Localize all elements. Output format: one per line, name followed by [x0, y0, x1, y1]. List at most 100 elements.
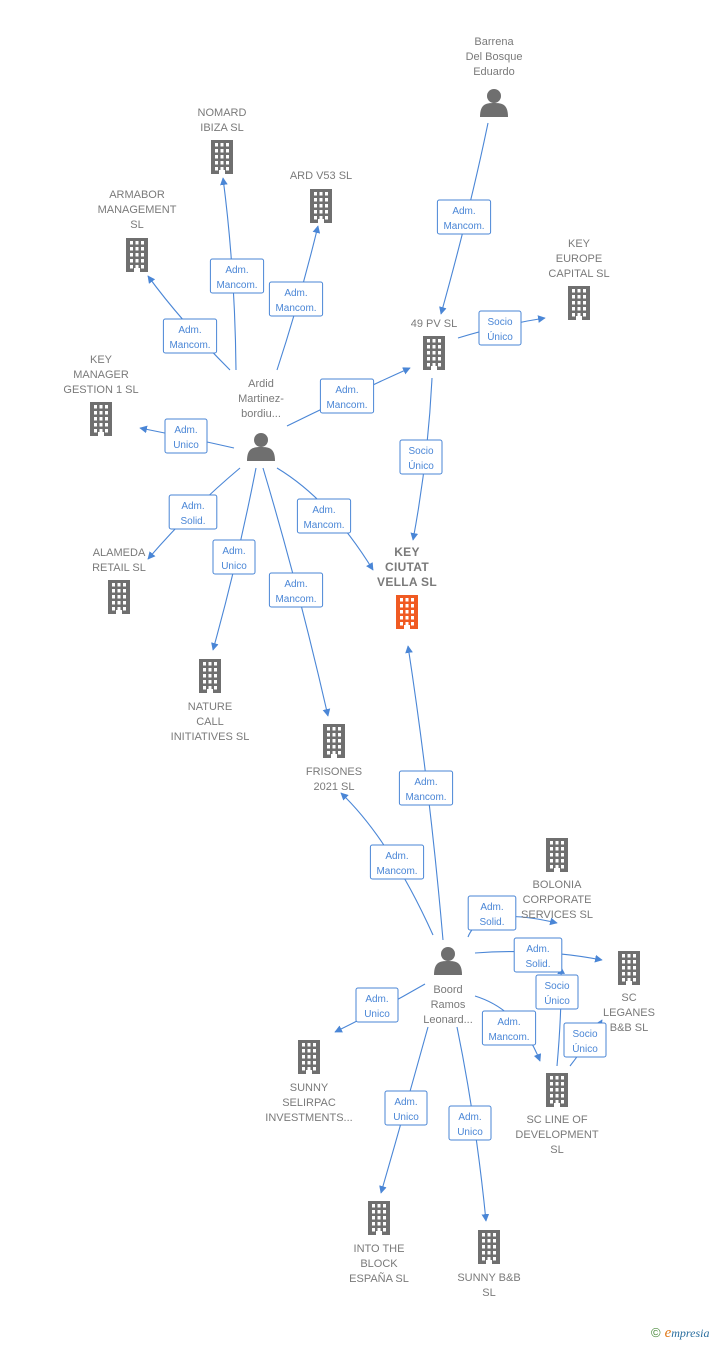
edge-label-text: Mancom.: [488, 1032, 529, 1043]
person-icon: [434, 947, 462, 975]
edge-label-ardid-to-pv49[interactable]: Adm.Mancom.: [319, 378, 375, 414]
edge-label-text: Unico: [364, 1009, 390, 1020]
node-label-line: Ramos: [431, 999, 466, 1011]
edge-label-boord-to-scleganes[interactable]: Adm.Solid.: [513, 937, 563, 973]
node-label-line: INTO THE: [354, 1243, 405, 1255]
building-icon: [90, 402, 112, 436]
edge-label-ardid-to-keymanager[interactable]: Adm.Unico: [164, 418, 208, 454]
building-icon: [396, 595, 418, 629]
node-label-line: INITIATIVES SL: [171, 731, 250, 743]
edge-label-text: Adm.: [394, 1097, 417, 1108]
edge-label-text: Único: [408, 459, 434, 472]
company-node-ardv53[interactable]: ARD V53 SL: [290, 170, 352, 223]
node-label-line: SUNNY: [290, 1082, 329, 1094]
edge-label-text: Único: [544, 994, 570, 1007]
node-label-line: Eduardo: [473, 66, 515, 78]
node-label-line: SC LINE OF: [526, 1114, 587, 1126]
node-label-line: KEY: [394, 545, 420, 559]
company-node-alameda[interactable]: ALAMEDA RETAIL SL: [92, 547, 146, 614]
edge-label-boord-to-sunnyselirpac[interactable]: Adm. Unico: [355, 987, 399, 1023]
node-label-line: RETAIL SL: [92, 562, 146, 574]
edge-label-boord-to-frisones[interactable]: Adm.Mancom.: [369, 844, 425, 880]
edge-label-text: Solid.: [479, 917, 504, 928]
node-label-line: CAPITAL SL: [548, 268, 609, 280]
edge-label-ardid-to-nature[interactable]: Adm.Unico: [212, 539, 256, 575]
empresia-logo[interactable]: ©empresia: [651, 1325, 710, 1342]
logo-initial: e: [664, 1325, 672, 1341]
building-icon: [368, 1201, 390, 1235]
edge-label-boord-to-sunnybb[interactable]: Adm.Unico: [448, 1105, 492, 1141]
edge-label-text: Mancom.: [443, 221, 484, 232]
node-label-line: CORPORATE: [523, 894, 592, 906]
node-label-line: FRISONES: [306, 766, 362, 778]
edge-label-text: Unico: [457, 1127, 483, 1138]
building-icon: [108, 580, 130, 614]
edge-label-text: Socio: [544, 981, 569, 992]
node-label-line: KEY: [90, 354, 113, 366]
edge-label-text: Mancom.: [303, 520, 344, 531]
edge-label-text: Adm.: [452, 206, 475, 217]
node-label-line: Leonard...: [423, 1014, 473, 1026]
node-label-line: SL: [130, 219, 143, 231]
edge-label-text: Mancom.: [405, 792, 446, 803]
edge-label-boord-to-bolonia[interactable]: Adm.Solid.: [467, 895, 517, 931]
node-label-line: Ardid: [248, 378, 274, 390]
edge-label-text: Adm.: [335, 385, 358, 396]
node-label-line: BLOCK: [360, 1258, 398, 1270]
edge-label-ardid-to-alameda[interactable]: Adm.Solid.: [168, 494, 218, 530]
edge-label-barrena-to-pv49[interactable]: Adm. Mancom.: [436, 199, 492, 235]
edge-label-text: Adm.: [284, 288, 307, 299]
edge-label-text: Único: [487, 330, 513, 343]
node-label-line: Barrena: [474, 36, 514, 48]
edge-label-boord-to-sclinedev[interactable]: Adm.Mancom.: [481, 1010, 537, 1046]
building-icon: [298, 1040, 320, 1074]
company-node-pv49[interactable]: 49 PV SL: [411, 318, 457, 370]
node-label-line: EUROPE: [556, 253, 602, 265]
edge-labels-layer: Adm. Mancom. Adm. Mancom. Adm. Mancom. Adm. Man…: [162, 199, 607, 1141]
edge-label-text: Mancom.: [275, 594, 316, 605]
edge-label-boord-to-intotheblock[interactable]: Adm.Unico: [384, 1090, 428, 1126]
node-label-line: ALAMEDA: [93, 547, 146, 559]
building-icon: [478, 1230, 500, 1264]
person-icon: [480, 89, 508, 117]
edge-label-ardid-to-nomard[interactable]: Adm.Mancom.: [209, 258, 265, 294]
edge-label-text: Mancom.: [216, 280, 257, 291]
edge-label-ardid-to-keyciutat[interactable]: Adm.Mancom.: [296, 498, 352, 534]
edge-label-ardid-to-armabor[interactable]: Adm.Mancom.: [162, 318, 218, 354]
building-icon: [568, 286, 590, 320]
person-icon: [247, 433, 275, 461]
building-icon: [546, 838, 568, 872]
edge-label-ardid-to-ardv53[interactable]: Adm.Mancom.: [268, 281, 324, 317]
edge-label-text: Adm.: [181, 501, 204, 512]
edge-label-text: Adm.: [365, 994, 388, 1005]
edge-label-ardid-to-frisones[interactable]: Adm.Mancom.: [268, 572, 324, 608]
edge-label-boord-to-keyciutat[interactable]: Adm.Mancom.: [398, 770, 454, 806]
node-label-line: GESTION 1 SL: [63, 384, 138, 396]
